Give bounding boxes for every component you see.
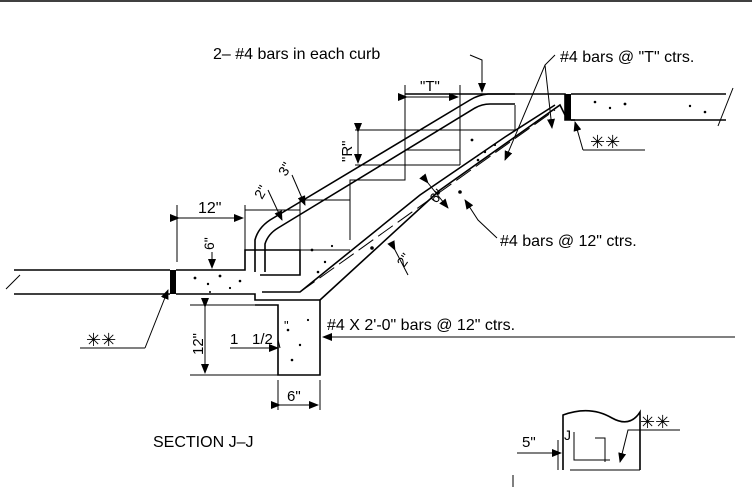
double-star-right: ✳✳ bbox=[590, 132, 620, 152]
dim-r: "R" bbox=[339, 141, 356, 162]
dim-12-top: 12" bbox=[198, 200, 221, 217]
left-slab bbox=[5, 269, 176, 295]
dim-2in-upper: 2" bbox=[251, 182, 271, 201]
curb-detail bbox=[512, 409, 680, 487]
dowel-bars-label: #4 X 2'-0" bars @ 12" ctrs. bbox=[327, 317, 515, 334]
dim-5in: 5" bbox=[522, 434, 536, 451]
t-bars-label: #4 bars @ "T" ctrs. bbox=[560, 49, 694, 66]
double-star-left: ✳✳ bbox=[86, 330, 116, 350]
dim-t: "T" bbox=[420, 78, 440, 95]
section-title: SECTION J–J bbox=[153, 434, 253, 451]
dim-1-half-a: 1 bbox=[230, 331, 238, 348]
twelve-bars-label: #4 bars @ 12" ctrs. bbox=[500, 233, 637, 250]
dim-6-curb: 6" bbox=[201, 237, 217, 250]
dim-12-side: 12" bbox=[190, 333, 207, 355]
dim-1-half-c: " bbox=[284, 318, 289, 333]
leaders bbox=[80, 54, 735, 349]
right-slab bbox=[565, 87, 734, 127]
curb-bars-label: 2– #4 bars in each curb bbox=[213, 46, 380, 63]
curb-bar bbox=[254, 93, 515, 272]
dimensions bbox=[170, 93, 459, 410]
double-star-detail: ✳✳ bbox=[640, 412, 670, 432]
dim-6-bottom: 6" bbox=[287, 388, 301, 405]
dim-1-half-b: 1/2 bbox=[252, 331, 273, 348]
detail-j-mark: J bbox=[564, 427, 571, 443]
